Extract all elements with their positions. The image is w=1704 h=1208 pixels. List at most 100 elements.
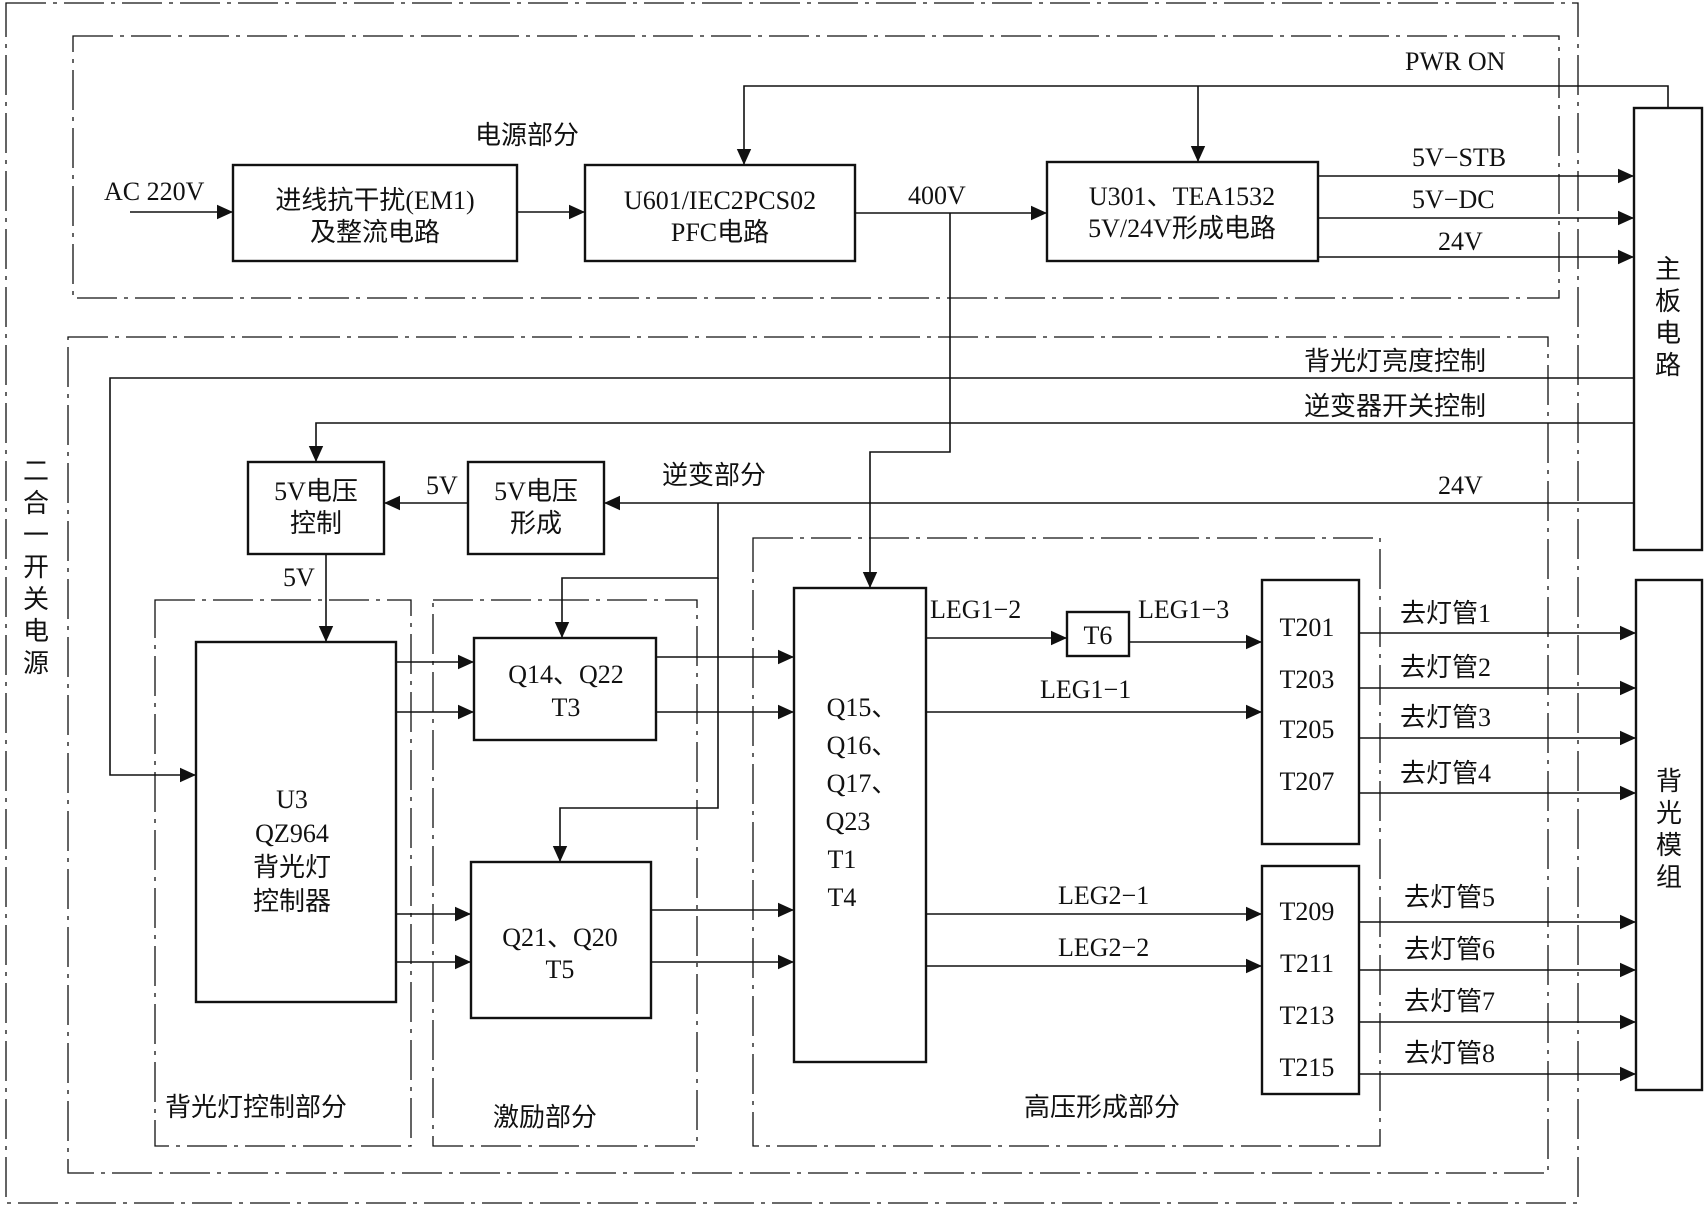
emi-block [231,163,519,263]
q15-block [792,586,928,1064]
left-vertical-label: 二 合 一 开 关 电 源 [23,457,49,678]
lamp1-label: 去灯管1 [1400,599,1491,628]
drive-section-label: 激励部分 [493,1103,597,1132]
svg-text:开: 开 [23,553,49,582]
t-group2-block [1260,864,1361,1096]
pfc-text-1: U601/IEC2PCS02 [624,186,816,215]
lamp6-label: 去灯管6 [1404,935,1495,964]
svg-text:电: 电 [1655,319,1681,348]
tea-text-2: 5V/24V形成电路 [1088,214,1276,243]
u3-block [194,640,398,1004]
v5-label-a: 5V [426,471,458,500]
ac-input-label: AC 220V [104,177,205,206]
emi-text-1: 进线抗干扰(EM1) [275,186,474,215]
svg-text:源: 源 [23,649,49,678]
lamp7-label: 去灯管7 [1404,987,1495,1016]
lamp3-label: 去灯管3 [1400,703,1491,732]
q15-text-2: Q16、 [827,731,898,760]
leg2-2-label: LEG2−2 [1058,933,1149,962]
outer-psu-frame [5,2,1579,1204]
t213-text: T213 [1280,1001,1335,1030]
v5dc-label: 5V−DC [1412,185,1495,214]
t211-text: T211 [1280,949,1334,978]
v5-ctrl-block [246,460,386,556]
backlight-ctrl-frame [154,599,412,1147]
tea-text-1: U301、TEA1532 [1089,182,1275,211]
svg-text:主: 主 [1655,255,1681,284]
v5stb-label: 5V−STB [1412,143,1506,172]
q15-text-4: Q23 [826,807,871,836]
inverter-switch-line [308,422,1634,462]
t203-text: T203 [1280,665,1335,694]
pfc-block [583,163,857,263]
mainboard-vertical-label: 主 板 电 路 [1655,255,1681,380]
svg-text:关: 关 [23,585,49,614]
svg-text:光: 光 [1656,799,1682,828]
brightness-ctrl-line [109,377,1634,783]
svg-text:背: 背 [1656,767,1682,796]
t6-block [1065,610,1131,658]
q14-text-1: Q14、Q22 [508,660,624,689]
v5-form-text-1: 5V电压 [494,477,578,506]
v24-to-q21-line [552,578,719,862]
hv-section-label: 高压形成部分 [1024,1093,1180,1122]
brightness-ctrl-label: 背光灯亮度控制 [1304,347,1486,376]
backlight-module-vertical-label: 背 光 模 组 [1656,767,1682,892]
v400-to-q15-line [862,213,951,588]
u3-text-4: 控制器 [253,887,331,916]
lamp8-label: 去灯管8 [1404,1039,1495,1068]
svg-text:电: 电 [23,617,49,646]
pfc-text-2: PFC电路 [671,218,769,247]
leg1-1-label: LEG1−1 [1040,675,1131,704]
t-group1-block [1260,578,1361,846]
v5-ctrl-text-2: 控制 [290,509,342,538]
v400-label: 400V [908,181,966,210]
leg2-1-label: LEG2−1 [1058,881,1149,910]
inverter-switch-label: 逆变器开关控制 [1304,392,1486,421]
mainboard-block [1632,106,1704,552]
svg-text:路: 路 [1655,351,1681,380]
backlight-module-block [1634,578,1704,1092]
svg-text:一: 一 [23,521,49,550]
pwr-on-label: PWR ON [1405,47,1506,76]
emi-text-2: 及整流电路 [310,218,440,247]
leg1-3-label: LEG1−3 [1138,595,1229,624]
u3-text-1: U3 [276,785,308,814]
q14-text-2: T3 [552,693,581,722]
inverter-section-frame [67,336,1549,1174]
t205-text: T205 [1280,715,1335,744]
q21-block [469,860,653,1020]
hv-section-frame [752,537,1381,1147]
u3-text-2: QZ964 [255,819,329,848]
v5-ctrl-text-1: 5V电压 [274,477,358,506]
v5-label-b: 5V [283,563,315,592]
svg-text:合: 合 [23,489,49,518]
power-section-frame [72,35,1560,299]
inverter-section-label: 逆变部分 [662,461,766,490]
q15-text-1: Q15、 [827,693,898,722]
svg-text:二: 二 [23,457,49,486]
v24-to-q14-line [554,503,719,638]
v5-form-block [466,460,606,556]
svg-text:板: 板 [1655,287,1681,316]
t209-text: T209 [1280,897,1335,926]
v24-inv-label: 24V [1438,471,1483,500]
lamp4-label: 去灯管4 [1400,759,1491,788]
q15-text-3: Q17、 [827,769,898,798]
leg1-2-label: LEG1−2 [930,595,1021,624]
drive-section-frame [432,599,698,1147]
u3-text-3: 背光灯 [253,853,331,882]
t6-text: T6 [1084,621,1113,650]
q15-text-6: T4 [828,883,857,912]
svg-text:模: 模 [1656,831,1682,860]
q14-block [472,636,658,742]
pwr-on-line [736,85,1669,165]
backlight-ctrl-section-label: 背光灯控制部分 [165,1093,347,1122]
v5-form-text-2: 形成 [510,509,562,538]
t201-text: T201 [1280,613,1335,642]
lamp2-label: 去灯管2 [1400,653,1491,682]
tea1532-block [1045,160,1320,263]
t215-text: T215 [1280,1053,1335,1082]
q21-text-2: T5 [546,955,575,984]
